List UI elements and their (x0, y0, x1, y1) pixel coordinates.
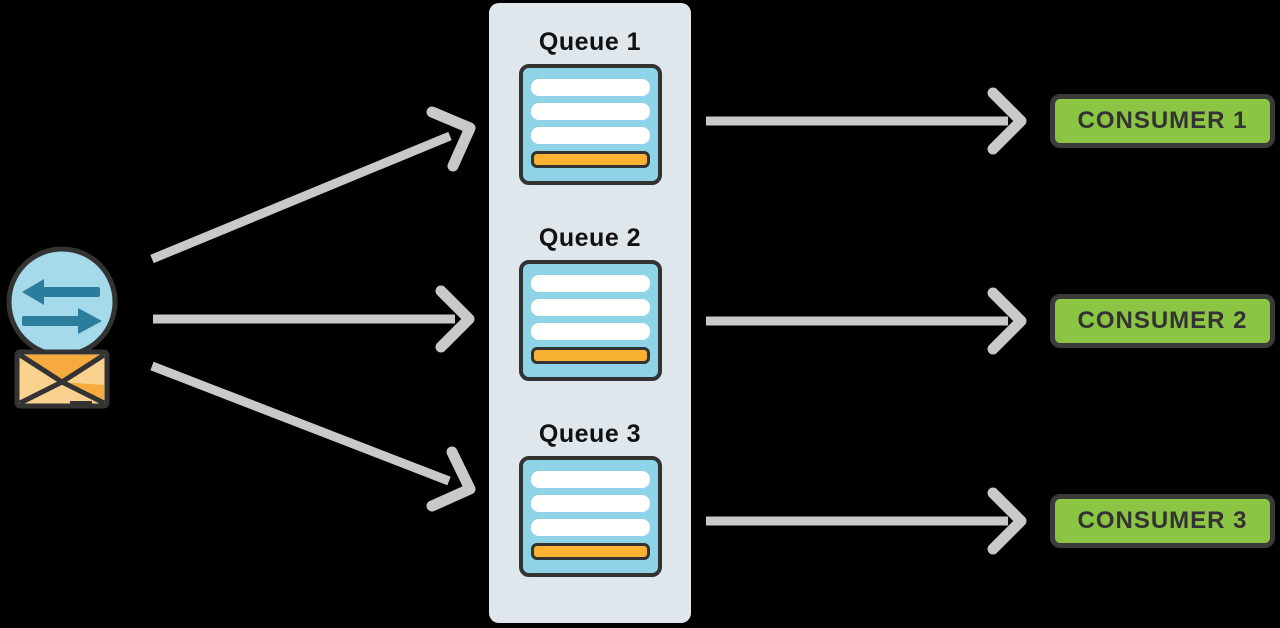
queue-group-1: Queue 1 (510, 27, 670, 185)
queue-3-card (518, 456, 662, 577)
arrow-queue-1-to-consumer-1 (706, 87, 1027, 155)
arrow-queue-2-to-consumer-2 (706, 287, 1027, 355)
message-bar (530, 471, 650, 488)
queue-1-card (518, 64, 662, 185)
consumer-3-node: CONSUMER 3 (1050, 494, 1275, 548)
producer-exchange-icon (6, 246, 118, 409)
message-bar (530, 323, 650, 340)
arrow-producer-to-queue-2 (153, 285, 475, 353)
message-bar (530, 127, 650, 144)
message-bar (530, 79, 650, 96)
highlighted-message-bar (530, 347, 650, 364)
queue-1-label: Queue 1 (538, 28, 642, 56)
consumer-1-label: CONSUMER 1 (1077, 107, 1248, 134)
exchange-arrows-icon (22, 279, 102, 334)
arrow-producer-to-queue-3 (150, 361, 476, 512)
highlighted-message-bar (530, 543, 650, 560)
queue-group-3: Queue 3 (510, 419, 670, 577)
envelope-icon (14, 349, 110, 409)
message-bar (530, 495, 650, 512)
arrow-producer-to-queue-1 (150, 106, 476, 264)
queue-panel: Queue 1 Queue 2 Queue 3 (489, 3, 691, 623)
queue-2-label: Queue 2 (538, 224, 642, 252)
queue-2-card (518, 260, 662, 381)
consumer-3-label: CONSUMER 3 (1077, 507, 1248, 534)
message-bar (530, 275, 650, 292)
consumer-2-node: CONSUMER 2 (1050, 294, 1275, 348)
highlighted-message-bar (530, 151, 650, 168)
queue-group-2: Queue 2 (510, 223, 670, 381)
exchange-circle (6, 246, 118, 358)
consumer-2-label: CONSUMER 2 (1077, 307, 1248, 334)
queue-3-label: Queue 3 (538, 420, 642, 448)
message-bar (530, 299, 650, 316)
arrow-queue-3-to-consumer-3 (706, 487, 1027, 555)
message-bar (530, 103, 650, 120)
consumer-1-node: CONSUMER 1 (1050, 94, 1275, 148)
message-bar (530, 519, 650, 536)
